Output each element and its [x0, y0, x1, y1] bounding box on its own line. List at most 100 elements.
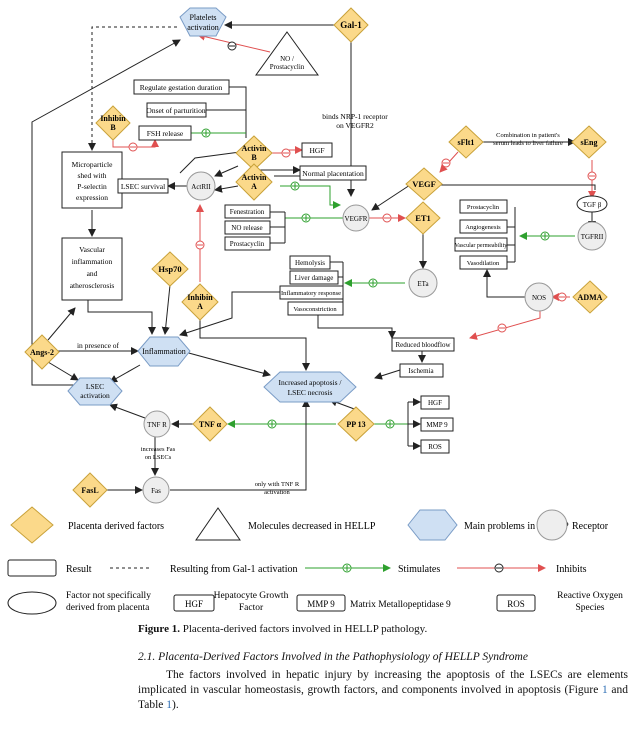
box-vascular-permeability: Vascular permeability: [454, 237, 508, 252]
legend-ros-box: [496, 594, 536, 612]
legend-diamond-swatch: [10, 506, 54, 544]
node-fasl: FasL: [72, 472, 108, 508]
label-ros-bottom: ROS: [428, 443, 442, 451]
node-sflt1: sFlt1: [448, 125, 484, 159]
label-pp13: PP 13: [346, 420, 365, 429]
label-gal1: Gal-1: [340, 20, 362, 30]
receptor-eta: ETa: [408, 268, 438, 298]
legend-mmp9-full: Matrix Metallopeptidase 9: [350, 600, 451, 610]
label-hsp70: Hsp70: [158, 264, 181, 274]
stimulate-symbol: [201, 128, 211, 138]
node-gal1: Gal-1: [333, 7, 369, 43]
box-fsh-release: FSH release: [138, 125, 192, 141]
label-vegfr: VEGFR: [345, 215, 368, 223]
inhibit-symbol: [281, 148, 291, 158]
box-fenestration: Fenestration: [224, 204, 271, 219]
legend-triangle-swatch: [195, 507, 241, 541]
label-nos: NOS: [532, 294, 546, 302]
label-adma: ADMA: [578, 293, 603, 302]
para-text-after: ).: [172, 699, 179, 711]
figure-ref-link[interactable]: 1: [602, 684, 608, 696]
table-ref-link[interactable]: 1: [166, 699, 173, 711]
legend-mmp9-box: [296, 594, 346, 612]
inhibit-symbol: [128, 142, 138, 152]
legend-inhibit-symbol: [494, 563, 504, 573]
label-hgf-top: HGF: [309, 146, 324, 155]
box-prostacyclin-left: Prostacyclin: [224, 236, 271, 251]
node-pp13: PP 13: [337, 406, 375, 442]
label-seng: sEng: [581, 138, 598, 147]
box-hemolysis: Hemolysis: [289, 255, 331, 270]
box-normal-placentation: Normal placentation: [299, 165, 367, 181]
box-lsec-survival: LSEC survival: [117, 178, 169, 194]
label-ischemia: Ischemia: [408, 367, 434, 375]
legend-main-problems: Main problems in HELLP: [464, 521, 569, 532]
label-prostacyclin-left: Prostacyclin: [230, 240, 265, 248]
receptor-tnfr: TNF R: [143, 410, 171, 438]
label-hemolysis: Hemolysis: [295, 259, 325, 267]
receptor-tgfrii: TGFRII: [577, 221, 607, 251]
label-reduced-bloodflow: Reduced bloodflow: [395, 341, 451, 349]
legend-molecules-decreased: Molecules decreased in HELLP: [248, 521, 376, 532]
legend-gal1-activation: Resulting from Gal-1 activation: [170, 564, 297, 575]
box-vasoconstriction: Vasoconstriction: [287, 301, 344, 316]
legend-inhibits: Inhibits: [556, 564, 587, 575]
node-hsp70: Hsp70: [151, 251, 189, 287]
node-et1: ET1: [405, 201, 441, 235]
stimulate-symbol: [301, 213, 311, 223]
box-ros-bottom: ROS: [420, 439, 450, 454]
box-angiogenesis: Angiogenesis: [459, 219, 508, 234]
label-inflammatory-response: Inflammatory response: [281, 290, 341, 297]
label-angiogenesis: Angiogenesis: [465, 224, 501, 231]
note-in-presence-of: in presence of: [77, 341, 120, 350]
box-vasodilation: Vasodilation: [459, 255, 508, 270]
legend-result: Result: [66, 564, 92, 575]
node-vegf: VEGF: [405, 167, 443, 201]
receptor-actrii: ActRII: [186, 171, 216, 201]
inhibit-symbol: [382, 213, 392, 223]
label-vasoconstriction: Vasoconstriction: [293, 306, 337, 313]
legend-ros-abbr: ROS: [507, 599, 525, 609]
legend-placenta-factors: Placenta derived factors: [68, 521, 164, 532]
receptor-fas: Fas: [142, 476, 170, 504]
stimulate-symbol: [290, 181, 300, 191]
legend: Placenta derived factors Molecules decre…: [7, 506, 623, 615]
box-inflammatory-response: Inflammatory response: [279, 285, 344, 300]
para-text-and: and Table: [138, 684, 628, 711]
legend-hgf-abbr: HGF: [185, 599, 203, 609]
node-adma: ADMA: [572, 280, 608, 314]
box-onset-parturition: Onset of parturition: [146, 102, 207, 118]
label-actrii: ActRII: [191, 183, 211, 191]
label-vasodilation: Vasodilation: [467, 260, 500, 267]
legend-stimulates: Stimulates: [398, 564, 440, 575]
label-fas: Fas: [151, 487, 161, 495]
legend-receptor: Receptor: [572, 521, 609, 532]
legend-hexagon-swatch: [407, 509, 458, 541]
label-mmp9-bottom: MMP 9: [426, 421, 448, 429]
node-tgfb: TGF β: [576, 195, 608, 213]
receptor-nos: NOS: [524, 282, 554, 312]
stimulate-symbol: [540, 231, 550, 241]
node-tnfa: TNF α: [192, 406, 228, 442]
inhibit-symbol: [497, 323, 507, 333]
label-eta: ETa: [417, 280, 429, 288]
box-ischemia: Ischemia: [399, 363, 444, 378]
node-angs2: Angs-2: [24, 334, 60, 370]
label-tnfr: TNF R: [147, 421, 167, 429]
